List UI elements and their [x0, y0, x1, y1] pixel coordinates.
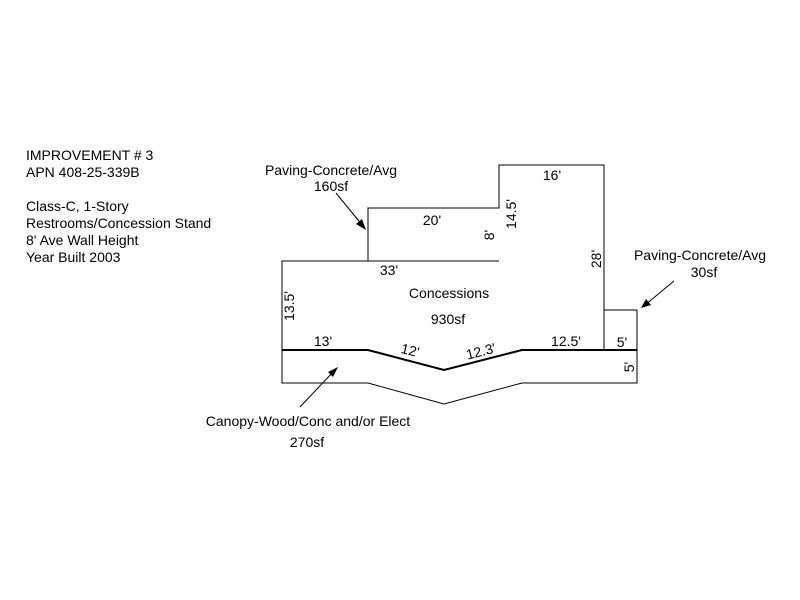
dim-left-height: 13.5': [281, 291, 297, 321]
concessions-area: 930sf: [431, 311, 465, 327]
front-wall: [282, 349, 637, 372]
dim-bottom-diag-left: 12': [399, 340, 421, 360]
wall-height: 8' Ave Wall Height: [26, 232, 139, 248]
building-class: Class-C, 1-Story: [26, 198, 129, 214]
paving-30-leader: [644, 280, 675, 306]
paving-160-arrowhead: [356, 219, 366, 230]
dim-bottom-left: 13': [314, 333, 332, 349]
improvement-title: IMPROVEMENT # 3: [26, 147, 154, 163]
paving-160-label: Paving-Concrete/Avg: [265, 162, 397, 178]
dim-canopy-depth: 5': [621, 362, 637, 372]
canopy-leader: [299, 370, 335, 408]
dim-main-width: 33': [380, 262, 398, 278]
paving-30-area: 30sf: [691, 264, 718, 280]
concessions-label: Concessions: [409, 285, 489, 301]
paving-30-arrowhead: [641, 299, 651, 308]
dim-bottom-diag-right: 12.3': [464, 340, 497, 363]
paving-30-box: [604, 309, 638, 350]
year-built: Year Built 2003: [26, 249, 121, 265]
building-use: Restrooms/Concession Stand: [26, 215, 212, 231]
dim-bottom-right: 12.5': [551, 333, 581, 349]
canopy-outline: [281, 350, 638, 405]
paving-30-label: Paving-Concrete/Avg: [634, 247, 766, 263]
paving-160-area: 160sf: [314, 178, 348, 194]
canopy-label: Canopy-Wood/Conc and/or Elect: [206, 413, 411, 429]
dim-upper-width: 20': [423, 212, 441, 228]
dim-top-right-width: 16': [543, 167, 561, 183]
canopy-arrowhead: [328, 367, 338, 377]
dim-right-height: 28': [588, 250, 604, 268]
dim-small-box-width: 5': [617, 334, 627, 350]
canopy-area: 270sf: [290, 434, 324, 450]
paving-160-leader: [335, 192, 364, 227]
apn-number: APN 408-25-339B: [26, 164, 140, 180]
dim-upper-height: 8': [481, 230, 497, 240]
dim-top-right-height: 14.5': [503, 199, 519, 229]
improvement-info: IMPROVEMENT # 3 APN 408-25-339B Class-C,…: [26, 147, 211, 266]
